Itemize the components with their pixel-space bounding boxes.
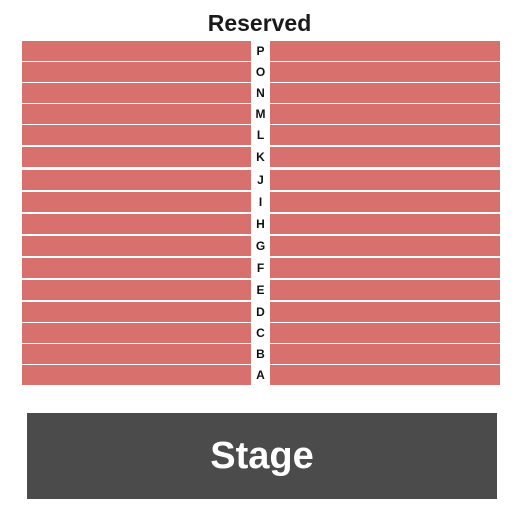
seat-block-left-j[interactable] [22, 170, 251, 190]
seat-row-k: K [22, 147, 500, 167]
seat-row-l: L [22, 125, 500, 145]
seat-block-right-d[interactable] [270, 302, 500, 322]
seat-row-i: I [22, 192, 500, 212]
row-label: L [256, 128, 265, 142]
seat-block-left-e[interactable] [22, 280, 251, 300]
seat-block-left-k[interactable] [22, 147, 251, 167]
row-label: A [256, 368, 265, 382]
seat-block-left-l[interactable] [22, 125, 251, 145]
seat-block-right-p[interactable] [270, 41, 500, 61]
row-label: E [256, 283, 265, 297]
seat-row-d: D [22, 302, 500, 322]
seat-block-right-f[interactable] [270, 258, 500, 278]
seat-block-right-i[interactable] [270, 192, 500, 212]
seat-block-right-a[interactable] [270, 365, 500, 385]
row-label: G [255, 239, 266, 253]
stage-label: Stage [210, 434, 314, 477]
seat-block-right-m[interactable] [270, 104, 500, 124]
seat-block-right-k[interactable] [270, 147, 500, 167]
seat-block-left-d[interactable] [22, 302, 251, 322]
seat-row-m: M [22, 104, 500, 124]
seat-block-right-c[interactable] [270, 323, 500, 343]
seat-block-right-e[interactable] [270, 280, 500, 300]
seat-row-c: C [22, 323, 500, 343]
row-label: M [255, 107, 266, 121]
seat-block-right-b[interactable] [270, 344, 500, 364]
seat-block-left-b[interactable] [22, 344, 251, 364]
seat-row-n: N [22, 83, 500, 103]
row-label: F [256, 261, 265, 275]
row-label: O [255, 65, 266, 79]
seat-block-right-g[interactable] [270, 236, 500, 256]
row-label: I [258, 195, 263, 209]
seat-row-j: J [22, 170, 500, 190]
row-label: J [257, 173, 264, 187]
row-label: N [256, 86, 265, 100]
seat-row-h: H [22, 214, 500, 234]
stage: Stage [27, 413, 497, 499]
seat-row-p: P [22, 41, 500, 61]
seat-row-e: E [22, 280, 500, 300]
seat-block-right-l[interactable] [270, 125, 500, 145]
row-label: H [256, 217, 265, 231]
seat-block-left-i[interactable] [22, 192, 251, 212]
seat-block-right-n[interactable] [270, 83, 500, 103]
seat-block-left-g[interactable] [22, 236, 251, 256]
seat-row-g: G [22, 236, 500, 256]
seat-block-left-c[interactable] [22, 323, 251, 343]
seat-row-f: F [22, 258, 500, 278]
row-label: C [256, 326, 265, 340]
seat-block-right-o[interactable] [270, 62, 500, 82]
seat-block-left-o[interactable] [22, 62, 251, 82]
row-label: D [256, 305, 265, 319]
seat-block-left-p[interactable] [22, 41, 251, 61]
seat-block-right-h[interactable] [270, 214, 500, 234]
seat-row-o: O [22, 62, 500, 82]
seat-block-right-j[interactable] [270, 170, 500, 190]
seat-block-left-h[interactable] [22, 214, 251, 234]
row-label: B [256, 347, 265, 361]
section-title: Reserved [207, 10, 312, 36]
seat-block-left-m[interactable] [22, 104, 251, 124]
seat-block-left-n[interactable] [22, 83, 251, 103]
seat-row-b: B [22, 344, 500, 364]
row-label: P [256, 44, 265, 58]
row-label: K [256, 150, 265, 164]
seat-row-a: A [22, 365, 500, 385]
seat-block-left-a[interactable] [22, 365, 251, 385]
seat-block-left-f[interactable] [22, 258, 251, 278]
